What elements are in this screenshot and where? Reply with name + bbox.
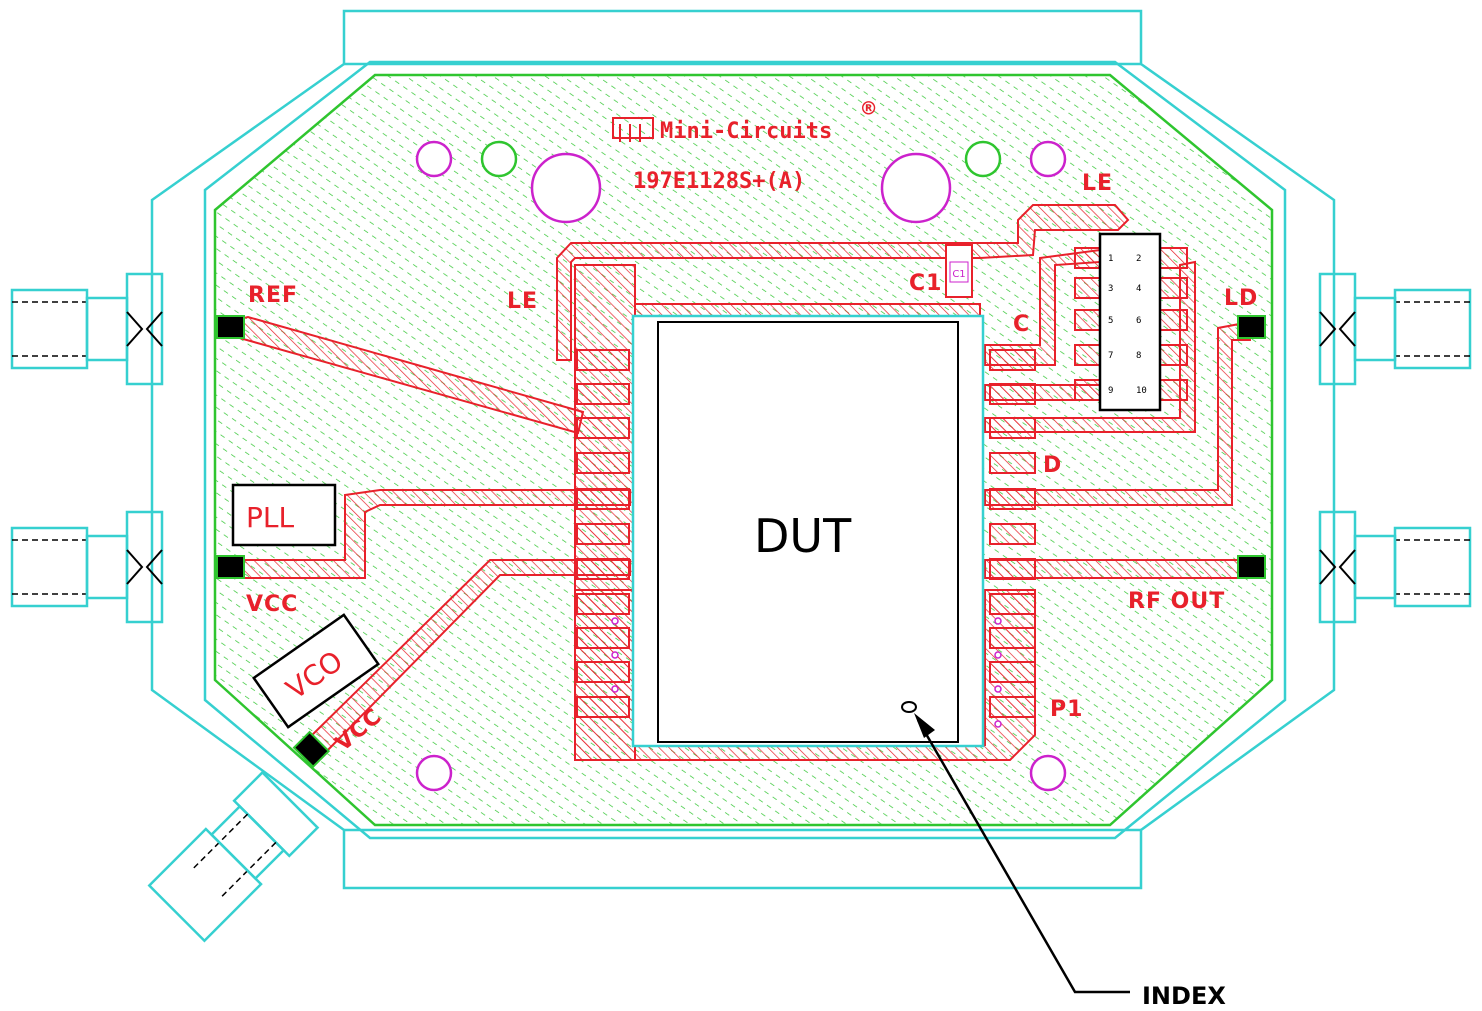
connector-pads [216, 315, 1266, 769]
sma-connector-vcc [10, 510, 164, 624]
sma-connector-ld [1318, 272, 1472, 386]
pin-number-label: 10 [1136, 386, 1147, 396]
pin-number-label: 1 [1108, 254, 1113, 264]
d-label: D [1043, 453, 1062, 478]
pll-box: PLL [231, 483, 337, 547]
dut-package [631, 314, 985, 748]
p1-label: P1 [1050, 697, 1083, 722]
pin-number-label: 5 [1108, 316, 1113, 326]
rf-out-label: RF OUT [1128, 589, 1225, 614]
vco-box: VCO [251, 613, 381, 729]
brand-logo: Mini-Circuits ® [612, 97, 876, 144]
index-pointer: INDEX [914, 713, 1226, 1010]
sma-connector-vcc-diagonal [147, 770, 320, 943]
le-left-label: LE [507, 289, 538, 314]
ref-label: REF [248, 283, 298, 308]
c1-small-label: C1 [952, 269, 965, 280]
housing-outline [150, 9, 1336, 890]
vias [611, 617, 1002, 728]
registered-mark: ® [862, 97, 876, 122]
pin-number-label: 8 [1136, 351, 1141, 361]
index-label: INDEX [1142, 982, 1226, 1010]
dut-pads-right [989, 349, 1036, 718]
pin-number-label: 6 [1136, 316, 1141, 326]
pin-number-label: 4 [1136, 284, 1141, 294]
pin-number-label: 3 [1108, 284, 1113, 294]
brand-name: Mini-Circuits [660, 119, 832, 144]
le-top-label: LE [1082, 171, 1113, 196]
vcc-left-label: VCC [246, 592, 298, 617]
mounting-holes [415, 140, 1067, 792]
capacitor-c1: C1 [945, 244, 973, 298]
c1-label: C1 [909, 271, 942, 296]
pin-number-label: 2 [1136, 254, 1141, 264]
dut-pads-left [576, 349, 630, 718]
pin-number-label: 9 [1108, 386, 1113, 396]
pin-number-label: 7 [1108, 351, 1113, 361]
ld-label: LD [1224, 286, 1258, 311]
pll-label: PLL [246, 501, 294, 534]
sma-connector-ref [10, 272, 164, 386]
sma-connector-rf-out [1318, 510, 1472, 624]
c-label: C [1013, 312, 1030, 337]
dut-label: DUT [754, 509, 852, 563]
pin-header: 1 2 3 4 5 6 7 8 9 10 [1074, 232, 1188, 412]
part-number-label: 197E1128S+(A) [633, 169, 805, 194]
